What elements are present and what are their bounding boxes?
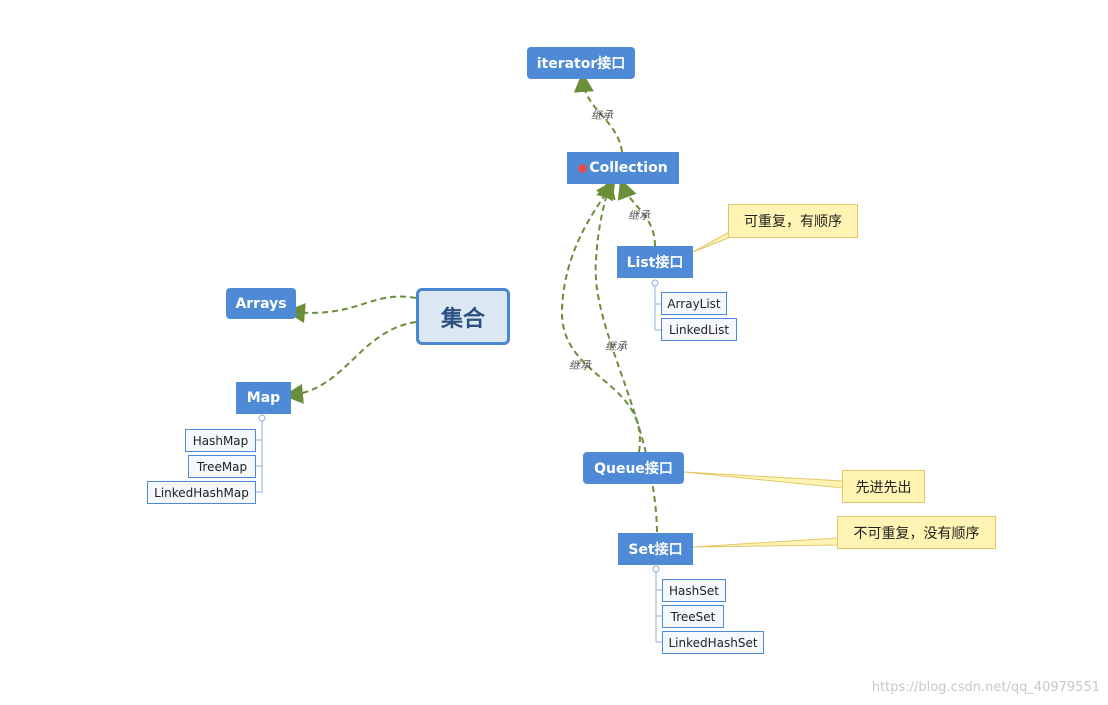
node-iterator-label: iterator接口 xyxy=(536,56,626,72)
node-set-label: Set接口 xyxy=(628,542,683,558)
edge-root-arrays xyxy=(285,295,417,324)
note-pointer-queue xyxy=(683,471,844,489)
marker-dot-icon xyxy=(578,163,588,173)
leaf-treemap[interactable]: TreeMap xyxy=(188,455,256,478)
leaf-arraylist[interactable]: ArrayList xyxy=(661,292,727,315)
node-queue-label: Queue接口 xyxy=(594,461,673,477)
leaf-hashset[interactable]: HashSet xyxy=(662,579,726,602)
edge-label-collection-iterator: 继承 xyxy=(591,109,613,122)
edge-root-map xyxy=(283,321,417,404)
node-arrays[interactable]: Arrays xyxy=(226,288,296,319)
note-list: 可重复，有顺序 xyxy=(728,204,858,238)
edge-label-queue-collection: 继承 xyxy=(569,359,591,372)
node-queue-interface[interactable]: Queue接口 xyxy=(583,452,684,484)
node-collection-label: Collection xyxy=(589,160,668,176)
leaf-linkedlist[interactable]: LinkedList xyxy=(661,318,737,341)
note-pointer-list xyxy=(692,229,734,253)
watermark-text: https://blog.csdn.net/qq_40979551 xyxy=(871,680,1100,695)
node-set-interface[interactable]: Set接口 xyxy=(618,533,693,565)
note-set: 不可重复，没有顺序 xyxy=(837,516,996,549)
node-iterator-interface[interactable]: iterator接口 xyxy=(527,47,635,79)
leaf-treeset[interactable]: TreeSet xyxy=(662,605,724,628)
root-node-collections[interactable]: 集合 xyxy=(416,288,510,345)
edge-list-collection xyxy=(617,178,656,247)
set-tree-lines xyxy=(652,565,662,643)
edge-label-list-collection: 继承 xyxy=(628,209,650,222)
note-queue: 先进先出 xyxy=(842,470,925,503)
leaf-linkedhashset[interactable]: LinkedHashSet xyxy=(662,631,764,654)
edge-collection-iterator xyxy=(573,72,623,153)
node-collection[interactable]: Collection xyxy=(567,152,679,184)
leaf-linkedhashmap[interactable]: LinkedHashMap xyxy=(147,481,256,504)
note-pointer-set xyxy=(692,537,839,548)
map-tree-lines xyxy=(256,414,266,493)
edge-queue-collection xyxy=(560,179,641,453)
list-tree-lines xyxy=(651,279,661,331)
root-node-label: 集合 xyxy=(440,306,485,332)
node-list-interface[interactable]: List接口 xyxy=(617,246,693,278)
leaf-hashmap[interactable]: HashMap xyxy=(185,429,256,452)
node-arrays-label: Arrays xyxy=(235,295,287,312)
node-list-label: List接口 xyxy=(626,255,684,271)
node-map[interactable]: Map xyxy=(236,382,291,414)
edge-label-set-collection: 继承 xyxy=(605,340,627,353)
node-map-label: Map xyxy=(246,390,281,406)
